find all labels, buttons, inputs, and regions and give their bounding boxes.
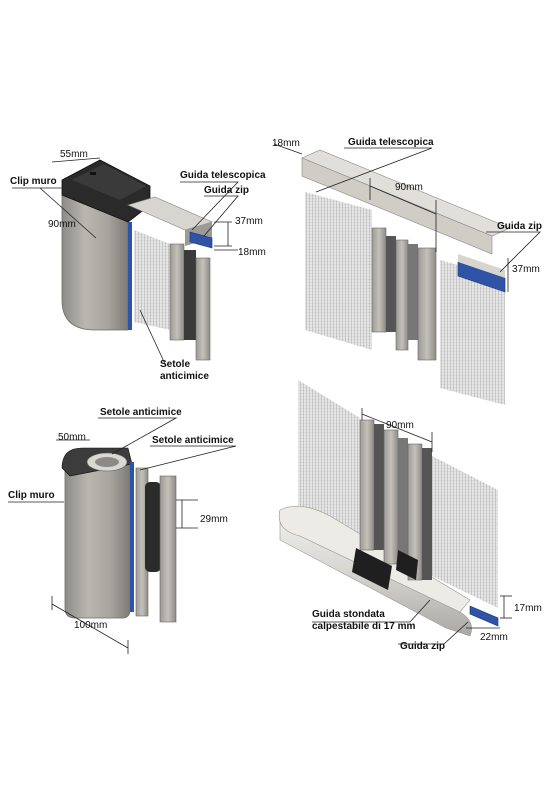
label-guida-stondata: Guida stondata <box>312 609 385 620</box>
panel-top-right-telescopic-guide <box>273 143 541 405</box>
panel-top-left-cassette <box>12 157 239 367</box>
label-setole-anticimice-top: Setole anticimice <box>100 407 182 418</box>
dim-17mm: 17mm <box>514 603 542 614</box>
label-anticimice: anticimice <box>160 371 209 382</box>
label-clip-muro: Clip muro <box>8 490 55 501</box>
label-guida-zip: Guida zip <box>204 185 249 196</box>
label-clip-muro: Clip muro <box>10 176 57 187</box>
dim-37mm: 37mm <box>235 216 263 227</box>
dim-50mm: 50mm <box>58 432 86 443</box>
dim-100mm: 100mm <box>74 620 107 631</box>
label-guida-telescopica: Guida telescopica <box>348 137 434 148</box>
label-guida-zip: Guida zip <box>497 221 542 232</box>
dim-22mm: 22mm <box>480 632 508 643</box>
label-guida-telescopica: Guida telescopica <box>180 170 266 181</box>
panel-bottom-left-cassette-section <box>8 417 237 654</box>
dim-18mm: 18mm <box>238 247 266 258</box>
panel-bottom-right-floor-guide <box>278 380 512 645</box>
dim-18mm: 18mm <box>272 138 300 149</box>
label-calpestabile: calpestabile di 17 mm <box>312 621 415 632</box>
dim-90mm: 90mm <box>48 219 76 230</box>
label-setole-anticimice-right: Setole anticimice <box>152 435 234 446</box>
dim-90mm: 90mm <box>395 182 423 193</box>
label-guida-zip: Guida zip <box>400 641 445 652</box>
dim-37mm: 37mm <box>512 264 540 275</box>
label-setole: Setole <box>160 359 190 370</box>
dim-90mm: 90mm <box>386 420 414 431</box>
dim-55mm: 55mm <box>60 149 88 160</box>
dim-29mm: 29mm <box>200 514 228 525</box>
